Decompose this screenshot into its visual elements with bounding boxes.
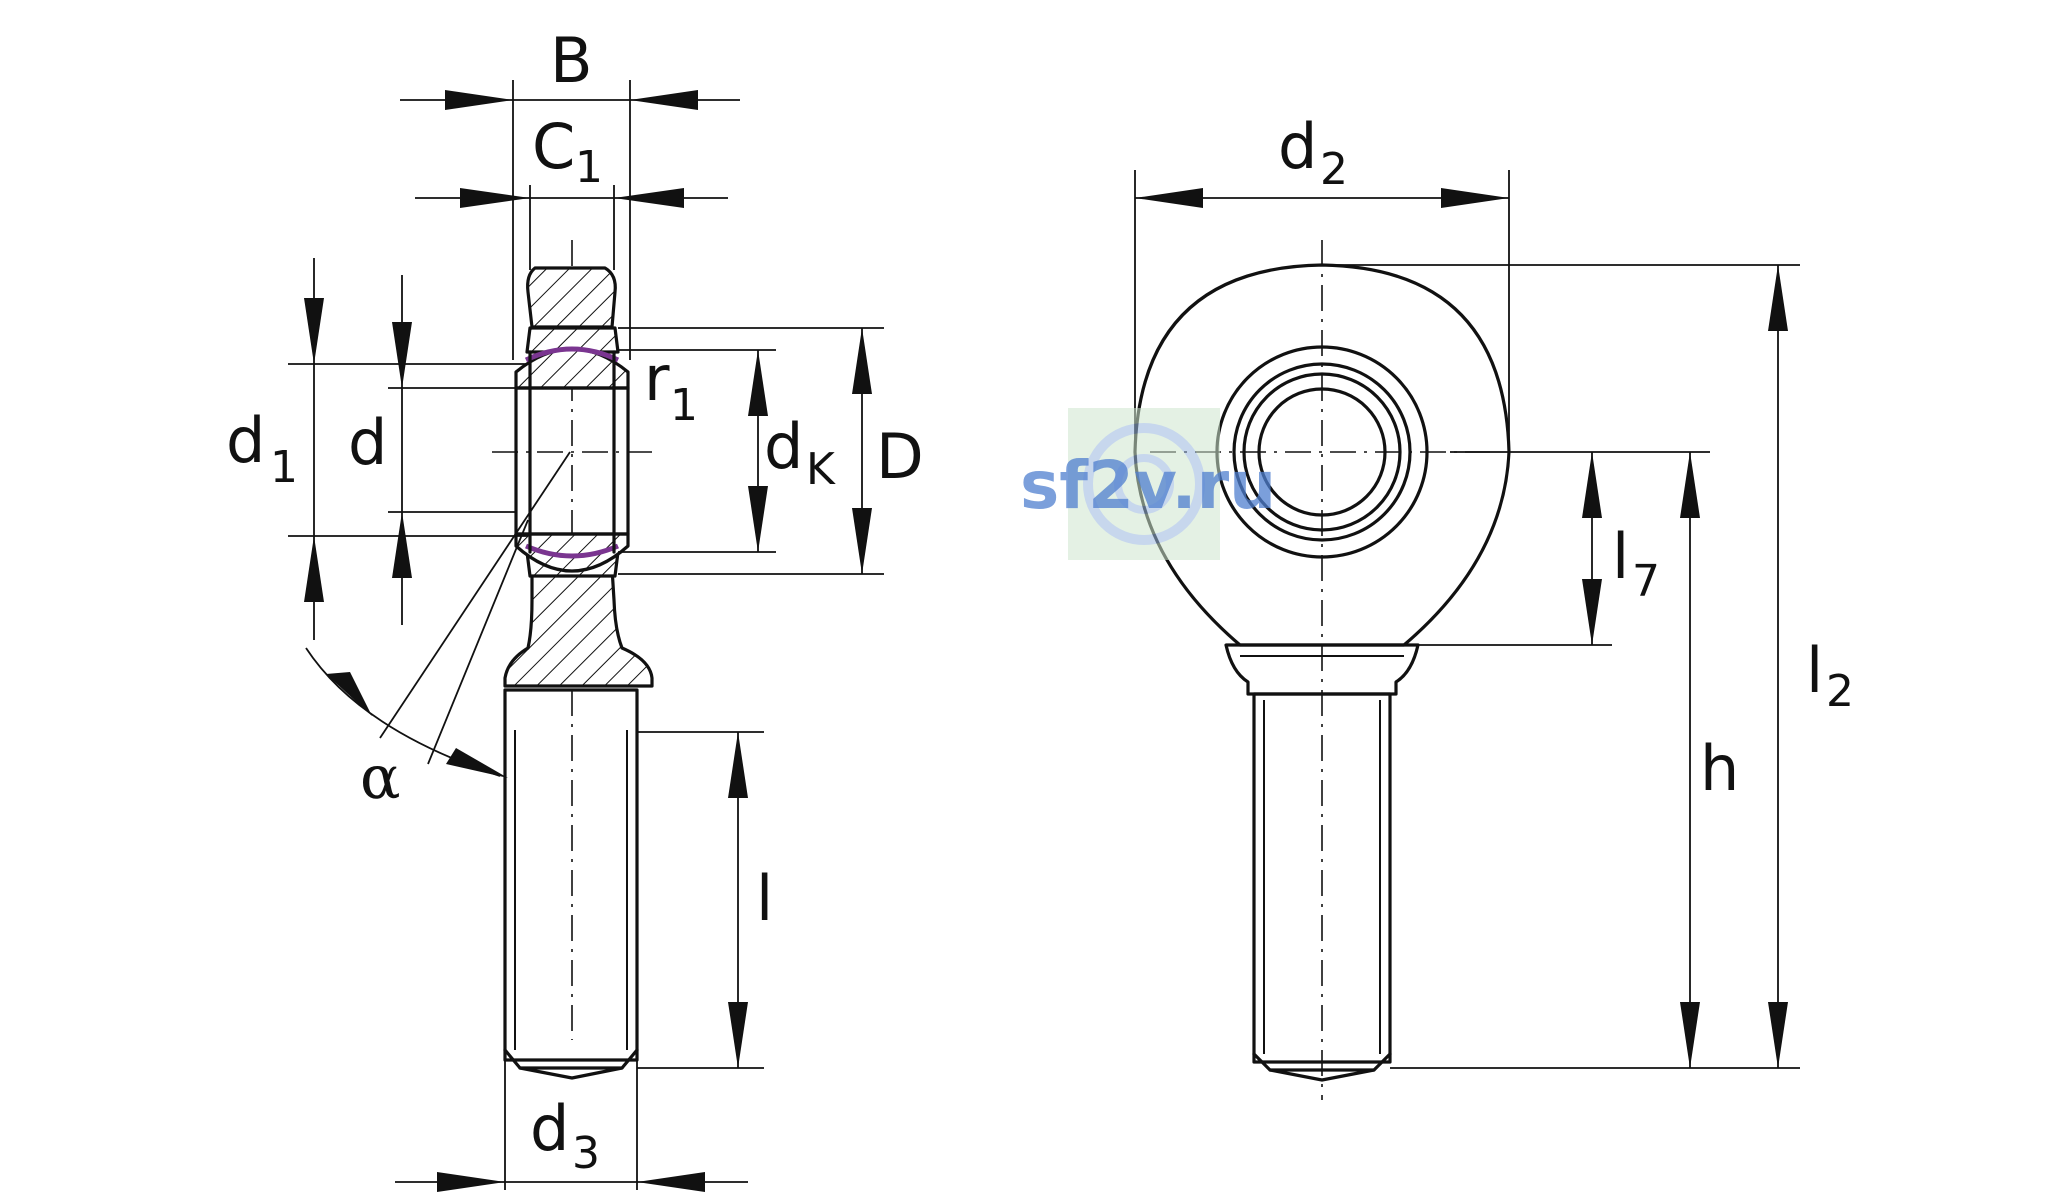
front-shank-point (1268, 1068, 1376, 1082)
housing-top-section (526, 266, 617, 329)
arrow-l-bottom (728, 1002, 748, 1068)
label-D: D (876, 420, 924, 493)
sliding-liner-bottom (525, 543, 619, 559)
shank-chamfer (503, 1048, 639, 1070)
shank-point (518, 1066, 624, 1080)
arrow-l-top (728, 732, 748, 798)
arrow-D-bottom (852, 508, 872, 574)
front-threaded-shank (1252, 692, 1392, 1064)
front-neck (1224, 643, 1420, 696)
ball-bore (514, 386, 630, 536)
arrow-dK-top (748, 350, 768, 416)
watermark-text: sf2v.ru (1020, 447, 1276, 524)
arrow-d2-left (1135, 188, 1203, 208)
label-d2: d (1278, 110, 1317, 183)
sliding-liner-top (524, 346, 620, 363)
ball-face-circle (1242, 372, 1402, 532)
outer-ring-top (525, 326, 620, 354)
arrow-d3-left (437, 1172, 505, 1192)
watermark-background (1068, 408, 1220, 560)
housing-bottom-section (503, 566, 654, 688)
label-d1: d (226, 404, 265, 477)
label-l2-subscript: 2 (1826, 666, 1854, 717)
watermark (1068, 408, 1220, 560)
arrow-d1-bottom (304, 536, 324, 602)
alpha-leg-2 (427, 519, 529, 765)
label-d3: d (530, 1092, 569, 1165)
bearing-logo-icon (1083, 423, 1205, 545)
arrow-d-top (392, 322, 412, 388)
label-d3-subscript: 3 (572, 1128, 600, 1179)
arrow-dK-bottom (748, 486, 768, 552)
label-C: C (532, 110, 575, 183)
label-h: h (1700, 732, 1739, 805)
arrow-d2-right (1441, 188, 1509, 208)
alpha-leg-1 (379, 451, 571, 739)
label-d1-subscript: 1 (270, 442, 298, 493)
arrow-d-bottom (392, 512, 412, 578)
front-shank-chamfer (1252, 1052, 1392, 1072)
arrow-B-right (630, 90, 698, 110)
label-dK: d (764, 410, 803, 483)
bearing-logo-inner-icon (1114, 454, 1174, 514)
arrow-alpha-right (446, 748, 508, 778)
ball-outer-circle (1232, 362, 1412, 542)
arrow-h-top (1680, 452, 1700, 518)
label-l7: l (1612, 520, 1629, 593)
front-view: d 2 l 2 h l 7 (1133, 110, 1854, 1100)
bore-circle (1257, 387, 1387, 517)
label-d2-subscript: 2 (1320, 144, 1348, 195)
arrow-d3-right (637, 1172, 705, 1192)
arrow-d1-top (304, 298, 324, 364)
label-r: r (644, 342, 670, 415)
arrow-C1-right (614, 188, 684, 208)
arrow-alpha-left (326, 672, 372, 716)
arrow-C1-left (460, 188, 530, 208)
ball-bottom-section (514, 532, 630, 573)
label-B: B (550, 24, 593, 97)
label-l2: l (1806, 634, 1823, 707)
label-d: d (348, 406, 387, 479)
label-C-subscript: 1 (575, 142, 603, 193)
label-l: l (756, 862, 773, 935)
section-view: B C 1 d 1 d r 1 d K (226, 24, 924, 1192)
arrow-l2-bottom (1768, 1002, 1788, 1068)
arrow-l7-top (1582, 452, 1602, 518)
threaded-shank (503, 688, 639, 1062)
arrow-h-bottom (1680, 1002, 1700, 1068)
arrow-l2-top (1768, 265, 1788, 331)
label-l7-subscript: 7 (1632, 556, 1660, 607)
arrow-l7-bottom (1582, 579, 1602, 645)
arrow-B-left (445, 90, 513, 110)
arrow-D-top (852, 328, 872, 394)
label-dK-subscript: K (806, 444, 836, 495)
label-r-subscript: 1 (670, 380, 698, 431)
label-alpha: α (360, 743, 401, 813)
